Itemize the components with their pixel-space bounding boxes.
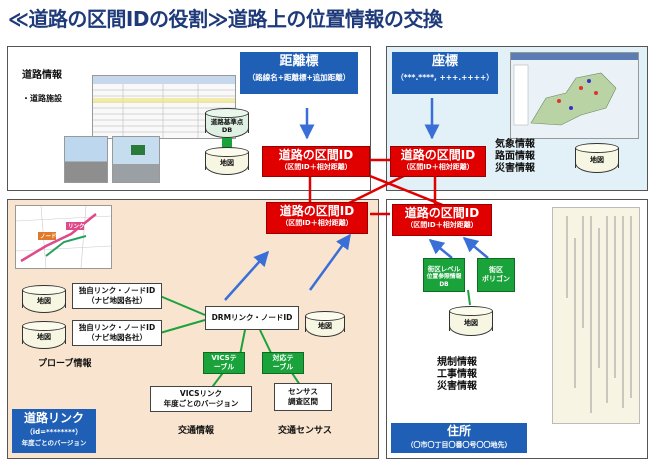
road-surface-info-label: 路面情報: [495, 151, 535, 162]
road-link-detail: （id=********）: [25, 428, 83, 436]
link-node-map-thumbnail: リンク ノード: [15, 205, 112, 269]
coordinates-detail: （***.****, +++.++++）: [396, 73, 494, 82]
traffic-census-label: 交通センサス: [278, 426, 332, 436]
db-connector: [222, 138, 232, 148]
road-facility-label: ・道路施設: [22, 94, 62, 103]
node-map-label: ノード: [40, 234, 57, 240]
distance-marker-title: 距離標: [279, 54, 319, 69]
road-link-box: 道路リンク （id=********） 年度ごとのバージョン: [12, 409, 96, 453]
address-title: 住所: [446, 424, 471, 438]
proprietary-link-id-box-1: 独自リンク・ノードID （ナビ地図各社）: [72, 283, 162, 309]
official-notice-document: [552, 207, 640, 424]
address-detail: （〇市〇丁目〇番〇号〇〇地先）: [406, 441, 512, 449]
road-section-id-top-left: 道路の区間ID （区間ID＋相対距離）: [262, 146, 370, 177]
block-level-db-box: 街区レベル 位置参照情報DB: [423, 258, 465, 292]
disaster-info-label-bottom: 災害情報: [437, 381, 477, 392]
drm-link-node-id-box: DRMリンク・ノードID: [205, 306, 299, 330]
link-map-label: リンク: [68, 224, 85, 230]
road-section-id-bottom-right: 道路の区間ID （区間ID＋相対距離）: [392, 204, 492, 236]
road-reference-db-cylinder: 道路基準点DB: [205, 108, 249, 138]
coordinates-box: 座標 （***.****, +++.++++）: [392, 52, 498, 94]
road-section-id-bottom-left: 道路の区間ID （区間ID＋相対距離）: [266, 202, 368, 234]
map-cylinder-top-right: 地図: [575, 143, 619, 173]
road-section-id-top-right: 道路の区間ID （区間ID＋相対距離）: [390, 146, 486, 177]
regulation-info-label: 規制情報: [437, 357, 477, 368]
map-cylinder-link-1: 地図: [22, 285, 66, 313]
address-box: 住所 （〇市〇丁目〇番〇号〇〇地先）: [391, 423, 527, 453]
disaster-info-label-top: 災害情報: [495, 163, 535, 174]
road-info-heading: 道路情報: [22, 70, 62, 81]
proprietary-link-id-box-2: 独自リンク・ノードID （ナビ地図各社）: [72, 320, 162, 346]
weather-info-label: 気象情報: [495, 139, 535, 150]
construction-info-label: 工事情報: [437, 369, 477, 380]
vics-link-box: VICSリンク 年度ごとのバージョン: [150, 386, 252, 412]
road-link-title: 道路リンク: [23, 411, 84, 425]
road-link-version-note: 年度ごとのバージョン: [21, 439, 87, 447]
distance-marker-detail: （路線名+距離標+追加距離）: [247, 73, 351, 82]
census-section-box: センサス 調査区間: [274, 383, 332, 411]
traffic-info-label: 交通情報: [178, 426, 215, 436]
map-cylinder-top-left: 地図: [205, 147, 249, 175]
distance-marker-box: 距離標 （路線名+距離標+追加距離）: [240, 52, 358, 94]
block-polygon-box: 街区 ポリゴン: [477, 258, 515, 292]
vics-table-box: VICSテーブル: [203, 352, 245, 374]
road-photo-1: [64, 136, 108, 183]
correspondence-table-box: 対応テーブル: [262, 352, 304, 374]
probe-info-label: プローブ情報: [38, 359, 92, 369]
weather-map-thumbnail: [510, 52, 639, 139]
road-photo-2: [112, 136, 160, 183]
map-cylinder-address: 地図: [449, 306, 493, 336]
coordinates-title: 座標: [431, 54, 458, 69]
page-title: ≪道路の区間IDの役割≫道路上の位置情報の交換: [8, 7, 443, 31]
map-cylinder-drm: 地図: [305, 311, 345, 337]
map-cylinder-link-2: 地図: [22, 321, 66, 349]
